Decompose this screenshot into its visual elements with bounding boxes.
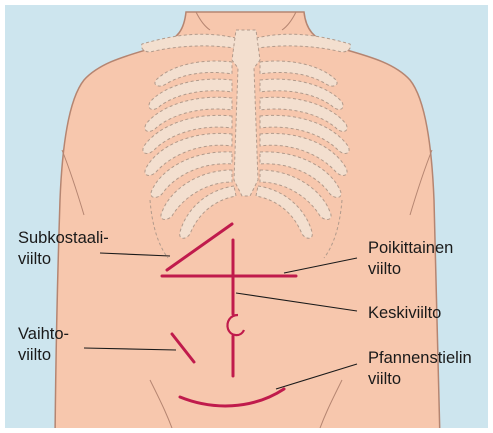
alternate-label-line1: Vaihto- (18, 324, 69, 345)
alternate-label-line2: viilto (18, 345, 69, 366)
pfannenstiel-label: Pfannenstielin viilto (368, 348, 472, 390)
subcostal-label-line2: viilto (18, 249, 109, 270)
subcostal-label-line1: Subkostaali- (18, 228, 109, 249)
pfannenstiel-label-line1: Pfannenstielin (368, 348, 472, 369)
midline-label-line1: Keskiviilto (368, 303, 441, 324)
pfannenstiel-label-line2: viilto (368, 369, 472, 390)
transverse-label-line2: viilto (368, 259, 453, 280)
subcostal-label: Subkostaali- viilto (18, 228, 109, 270)
transverse-label-line1: Poikittainen (368, 238, 453, 259)
transverse-label: Poikittainen viilto (368, 238, 453, 280)
alternate-label: Vaihto- viilto (18, 324, 69, 366)
midline-label: Keskiviilto (368, 303, 441, 324)
